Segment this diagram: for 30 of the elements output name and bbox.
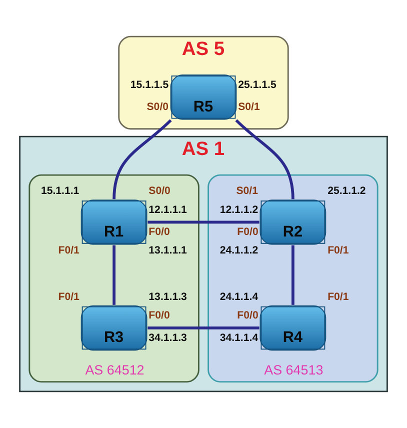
- node-label: 34.1.1.3: [148, 332, 187, 344]
- connector: [112, 245, 116, 305]
- node-label: F0/0: [148, 310, 170, 322]
- node-label: F0/1: [328, 290, 349, 303]
- node-label: F0/0: [237, 226, 258, 238]
- node-label: 25.1.1.2: [328, 185, 366, 198]
- connector: [148, 326, 260, 330]
- node-label: 24.1.1.4: [220, 290, 258, 303]
- node-label: 13.1.1.3: [148, 290, 187, 303]
- node-label: F0/1: [328, 244, 349, 257]
- node-label: 12.1.1.2: [220, 204, 258, 216]
- node-label: F0/0: [148, 226, 170, 238]
- connector: [292, 245, 294, 305]
- node-label: 12.1.1.1: [148, 204, 187, 216]
- node-label: F0/0: [237, 310, 258, 322]
- node-label: 25.1.1.5: [238, 78, 276, 91]
- node-label: S0/0: [148, 185, 170, 198]
- node-label: 34.1.1.4: [220, 332, 258, 344]
- node-label: S0/1: [238, 100, 260, 113]
- node-label: 13.1.1.1: [148, 244, 187, 257]
- node-label: S0/1: [236, 185, 258, 198]
- node-label: 15.1.1.1: [40, 185, 80, 198]
- node-label: F0/1: [58, 244, 80, 257]
- node-label: 24.1.1.2: [220, 244, 258, 257]
- connector: [112, 119, 172, 200]
- node-label: F0/1: [58, 290, 80, 303]
- connector: [235, 119, 294, 200]
- node-label: 15.1.1.5: [130, 78, 169, 91]
- node-label: S0/0: [146, 100, 169, 113]
- connector: [148, 220, 260, 224]
